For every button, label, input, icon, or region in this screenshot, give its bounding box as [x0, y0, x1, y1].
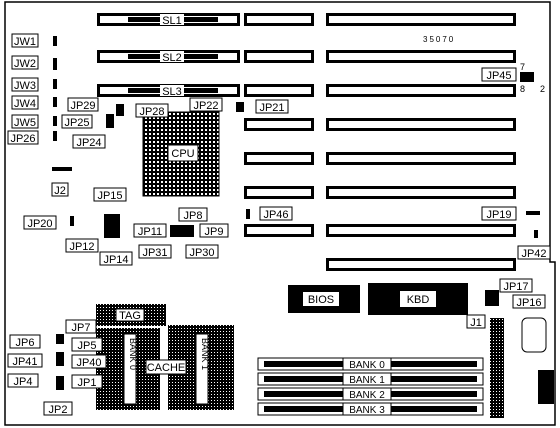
- board-outline: [4, 1, 556, 426]
- sl1-label-bg: [160, 14, 184, 25]
- jp45-pin-2: 2: [540, 84, 545, 94]
- jp19-label: JP19: [486, 209, 511, 221]
- jp45-pin-8: 8: [520, 84, 525, 94]
- jp6-label: JP6: [16, 337, 35, 349]
- sl3-label: SL3: [162, 86, 182, 98]
- jp45-label: JP45: [486, 70, 511, 82]
- jp15-label: JP15: [97, 190, 122, 202]
- jp8-label: JP8: [184, 210, 203, 222]
- simm-bank-2-label: BANK 2: [349, 390, 385, 401]
- cpu-label: CPU: [171, 148, 194, 160]
- jw5-label: JW5: [14, 117, 36, 129]
- jp2-label: JP2: [49, 404, 68, 416]
- jp30-label: JP30: [189, 247, 214, 259]
- j1-label: J1: [470, 317, 482, 329]
- jp28-label: JP28: [139, 106, 164, 118]
- j2-label: J2: [54, 185, 66, 197]
- cache-bank-left-label: BANK 0: [128, 338, 138, 370]
- jp17-label: JP17: [503, 281, 528, 293]
- jp25-label: JP25: [64, 117, 89, 129]
- jp16-label: JP16: [516, 297, 541, 309]
- jp31-label: JP31: [142, 247, 167, 259]
- simm-bank-0-label: BANK 0: [349, 360, 385, 371]
- jp26-label: JP26: [10, 133, 35, 145]
- simm-bank-1-label: BANK 1: [349, 375, 385, 386]
- jumper-labels: JW1 JW2 JW3 JW4 JW5 JP26 JP29 JP28 JP25 …: [10, 36, 546, 416]
- jp24-label: JP24: [76, 137, 101, 149]
- jp20-label: JP20: [27, 218, 52, 230]
- jp40-label: JP40: [76, 357, 101, 369]
- jp9-label: JP9: [205, 226, 224, 238]
- jw4-label: JW4: [14, 98, 36, 110]
- kbd-label: KBD: [407, 294, 430, 306]
- jp42-label: JP42: [521, 248, 546, 260]
- jumper-pins: [52, 36, 540, 390]
- jw1-label: JW1: [14, 36, 36, 48]
- battery: [521, 317, 547, 353]
- jp4-label: JP4: [14, 376, 33, 388]
- jp45-pin-7: 7: [520, 62, 525, 72]
- jp29-label: JP29: [70, 100, 95, 112]
- jp14-label: JP14: [103, 254, 128, 266]
- cache-label: CACHE: [147, 362, 186, 374]
- jp11-label: JP11: [138, 226, 162, 238]
- jumper-label-boxes: [7, 33, 551, 416]
- jp22-label: JP22: [193, 100, 218, 112]
- isa-slots-middle: [244, 13, 314, 237]
- jw2-label: JW2: [14, 58, 36, 70]
- board-id: 35070: [423, 35, 455, 44]
- cache-bank-right-label: BANK 1: [200, 338, 210, 370]
- bios-label: BIOS: [308, 294, 334, 306]
- simm-bank-3-label: BANK 3: [349, 405, 385, 416]
- sl2-label: SL2: [162, 52, 182, 64]
- power-connector: [490, 318, 504, 418]
- jp12-label: JP12: [69, 241, 94, 253]
- isa-slots-right: [326, 13, 516, 271]
- jp41-label: JP41: [12, 356, 37, 368]
- jp5-label: JP5: [78, 340, 97, 352]
- sl1-label: SL1: [162, 15, 182, 27]
- keyboard-connector: [538, 370, 554, 404]
- jw3-label: JW3: [14, 80, 36, 92]
- jp7-label: JP7: [72, 322, 91, 334]
- jp21-label: JP21: [259, 102, 284, 114]
- jp46-label: JP46: [263, 209, 288, 221]
- tag-label: TAG: [119, 310, 141, 322]
- jp1-label: JP1: [78, 377, 97, 389]
